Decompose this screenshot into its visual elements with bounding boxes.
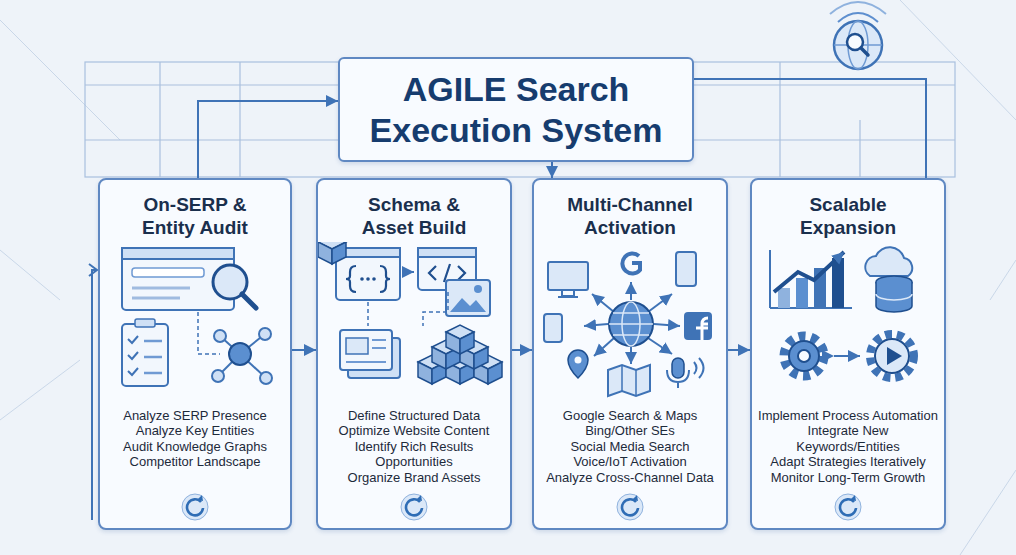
task-item: Integrate New Keywords/Entities [752, 423, 944, 454]
loop-line [89, 264, 97, 520]
expansion-icons [752, 242, 946, 402]
cycle-icon [399, 492, 429, 522]
stage-box: Scalable ExpansionImplement Process Auto… [750, 178, 946, 530]
schema-icons [318, 242, 512, 402]
task-item: Bing/Other SEs [534, 423, 726, 439]
task-item: Analyze SERP Presence [100, 408, 290, 424]
stage-box: On-SERP & Entity AuditAnalyze SERP Prese… [98, 178, 292, 530]
task-item: Competitor Landscape [100, 454, 290, 470]
flow-arrow [512, 349, 532, 351]
task-item: Define Structured Data [318, 408, 510, 424]
stage-heading: Scalable Expansion [773, 194, 923, 240]
title-box: AGILE Search Execution System [338, 57, 694, 162]
task-item: Google Search & Maps [534, 408, 726, 424]
task-item: Implement Process Automation [752, 408, 944, 424]
stage-heading: Multi-Channel Activation [545, 194, 715, 240]
task-item: Identify Rich Results Opportunities [318, 439, 510, 470]
task-item: Adapt Strategies Iteratively [752, 454, 944, 470]
diagram-title: AGILE Search Execution System [340, 63, 692, 155]
stage-box: Schema & Asset BuildDefine Structured Da… [316, 178, 512, 530]
flow-arrow [198, 101, 338, 178]
task-item: Audit Knowledge Graphs [100, 439, 290, 455]
flow-arrow [728, 349, 750, 351]
cycle-icon [833, 492, 863, 522]
audit-icons [100, 242, 294, 402]
cycle-icon [180, 492, 210, 522]
task-item: Monitor Long-Term Growth [752, 470, 944, 486]
task-item: Social Media Search [534, 439, 726, 455]
globe-search-icon [830, 2, 886, 69]
stage-heading: Schema & Asset Build [349, 194, 479, 240]
task-item: Optimize Website Content [318, 423, 510, 439]
stage-heading: On-SERP & Entity Audit [120, 194, 270, 240]
channel-icons [534, 242, 728, 402]
task-item: Analyze Key Entities [100, 423, 290, 439]
flow-arrow [694, 79, 926, 178]
cycle-icon [615, 492, 645, 522]
flow-arrow [292, 349, 316, 351]
task-item: Organize Brand Assets [318, 470, 510, 486]
task-item: Voice/IoT Activation [534, 454, 726, 470]
task-item: Analyze Cross-Channel Data [534, 470, 726, 486]
stage-box: Multi-Channel ActivationGoogle Search & … [532, 178, 728, 530]
flow-arrow [551, 162, 553, 178]
